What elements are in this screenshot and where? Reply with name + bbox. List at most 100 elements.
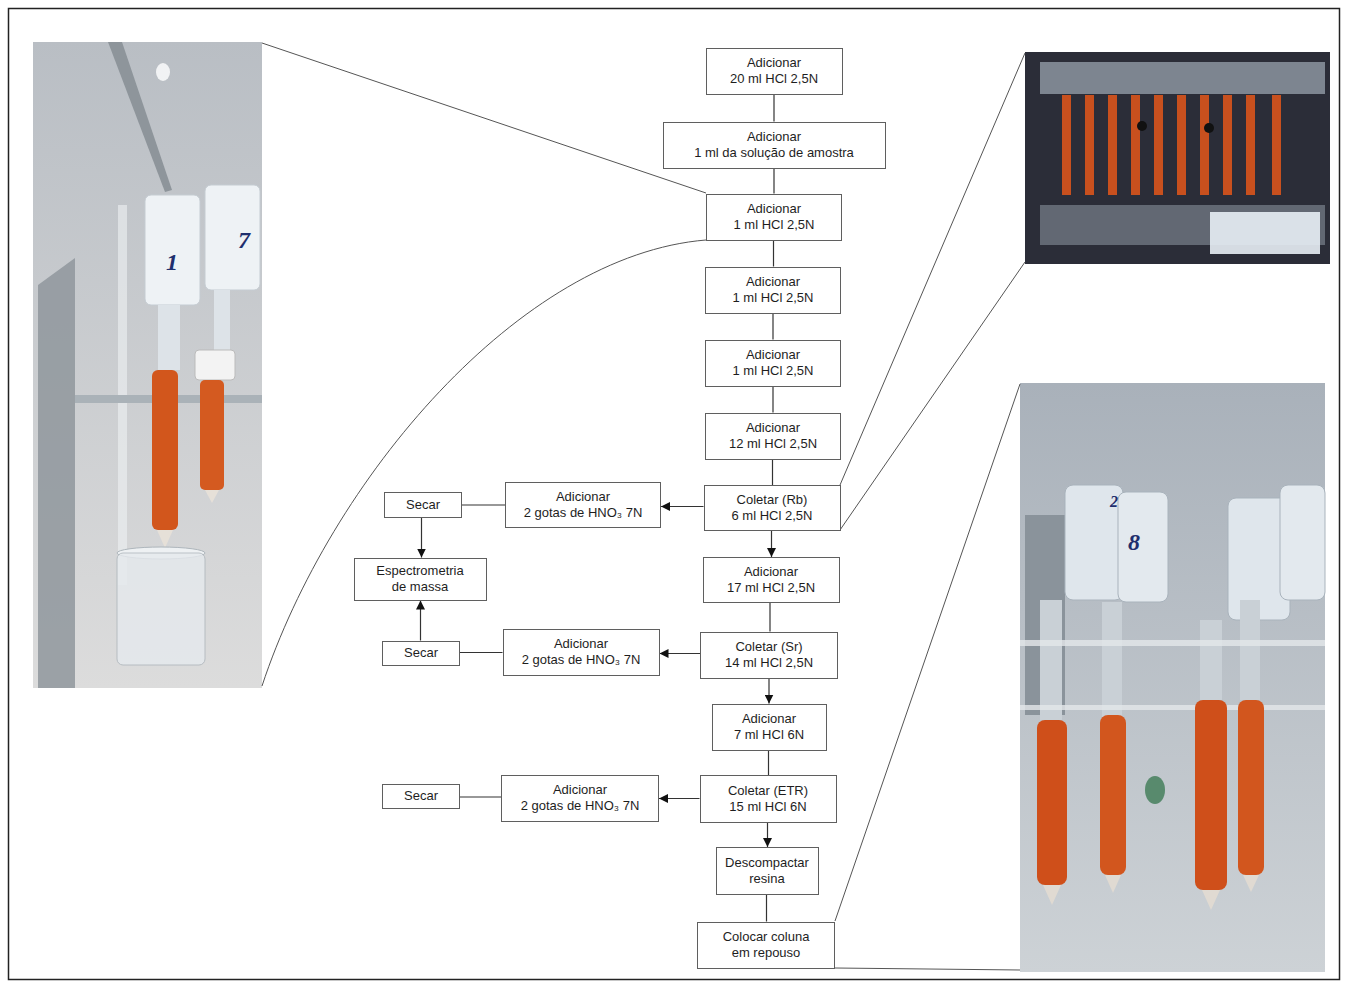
resin-column <box>1200 95 1209 195</box>
column-neck <box>1040 600 1062 720</box>
text-line: Coletar (ETR) <box>728 783 808 798</box>
text-line: 1 ml HCl 2,5N <box>733 290 814 305</box>
column-reservoir <box>1280 485 1325 600</box>
process-box: Adicionar 1 ml HCl 2,5N <box>705 340 841 387</box>
leader-line <box>262 240 706 686</box>
flow-connector <box>768 751 769 776</box>
flow-connector <box>771 531 772 557</box>
text-line: Adicionar <box>554 636 608 651</box>
flow-connector <box>460 796 501 797</box>
light-reflection <box>156 63 170 81</box>
process-box: Adicionar 1 ml da solução de amostra <box>663 122 886 169</box>
text-line: de massa <box>392 579 448 594</box>
box-text: Adicionar 1 ml HCl 2,5N <box>733 274 814 306</box>
resin-column <box>1246 95 1255 195</box>
box-text: Coletar (Rb) 6 ml HCl 2,5N <box>732 492 813 524</box>
resin-column <box>1085 95 1094 195</box>
column-tip <box>1243 875 1259 892</box>
text-line: Adicionar <box>553 782 607 797</box>
leader-line <box>840 262 1025 530</box>
output-box: Espectrometria de massa <box>354 558 487 601</box>
flow-connector <box>773 241 774 267</box>
text-line: 1 ml da solução de amostra <box>694 145 854 160</box>
column-neck <box>214 290 230 350</box>
leader-line <box>835 968 1020 970</box>
text-line: 2 gotas de HNO₃ 7N <box>524 505 643 520</box>
box-text: Colocar coluna em repouso <box>723 929 810 961</box>
green-object <box>1145 776 1165 804</box>
collect-box: Coletar (Sr) 14 ml HCl 2,5N <box>700 632 838 679</box>
text-line: Adicionar <box>742 711 796 726</box>
rack-shelf <box>1020 705 1325 710</box>
box-text: Adicionar 7 ml HCl 6N <box>734 711 804 743</box>
text-line: Adicionar <box>746 347 800 362</box>
text-line: Adicionar <box>747 129 801 144</box>
column-neck <box>1102 602 1122 717</box>
flow-connector <box>773 95 774 122</box>
column-mark <box>1204 123 1214 133</box>
column-tip <box>157 530 173 548</box>
process-box: Adicionar 7 ml HCl 6N <box>712 704 827 751</box>
flow-connector <box>460 652 503 653</box>
box-text: Adicionar 1 ml HCl 2,5N <box>733 347 814 379</box>
flow-connector <box>768 679 769 704</box>
flow-connector <box>772 460 773 486</box>
resin-column <box>1108 95 1117 195</box>
resin-column <box>1154 95 1163 195</box>
text-line: 12 ml HCl 2,5N <box>729 436 817 451</box>
resin-column <box>1195 700 1227 890</box>
box-text: Adicionar 2 gotas de HNO₃ 7N <box>522 636 641 668</box>
text-line: resina <box>749 871 784 886</box>
text-line: 6 ml HCl 2,5N <box>732 508 813 523</box>
process-box: Adicionar 12 ml HCl 2,5N <box>705 413 841 460</box>
column-number: 7 <box>238 228 250 252</box>
flow-connector <box>772 387 773 413</box>
box-text: Secar <box>404 645 438 661</box>
column-neck <box>1240 600 1260 700</box>
flow-connector <box>769 603 770 632</box>
text-line: 1 ml HCl 2,5N <box>733 363 814 378</box>
flow-connector <box>462 504 505 505</box>
photo-background <box>1020 383 1325 972</box>
leader-line <box>840 53 1025 485</box>
column-number: 2 <box>1110 494 1118 510</box>
collect-box: Coletar (ETR) 15 ml HCl 6N <box>700 775 837 823</box>
column-reservoir <box>1118 492 1168 602</box>
box-text: Adicionar 1 ml da solução de amostra <box>694 129 854 161</box>
flow-connector <box>767 823 768 847</box>
leader-line <box>262 43 706 193</box>
text-line: Adicionar <box>747 55 801 70</box>
text-line: 1 ml HCl 2,5N <box>734 217 815 232</box>
text-line: Coletar (Rb) <box>737 492 808 507</box>
flow-connector <box>772 314 773 340</box>
process-box: Adicionar 2 gotas de HNO₃ 7N <box>505 482 661 528</box>
resin-column <box>1272 95 1281 195</box>
box-text: Coletar (Sr) 14 ml HCl 2,5N <box>725 639 813 671</box>
vial-row-light <box>1210 212 1320 254</box>
flow-connector <box>773 169 774 194</box>
process-box: Adicionar 20 ml HCl 2,5N <box>706 48 843 95</box>
column-number: 1 <box>166 250 178 274</box>
box-text: Adicionar 2 gotas de HNO₃ 7N <box>521 782 640 814</box>
flow-connector <box>766 895 767 922</box>
box-text: Descompactar resina <box>725 855 809 887</box>
box-text: Coletar (ETR) 15 ml HCl 6N <box>728 783 808 815</box>
column-reservoir <box>205 185 260 290</box>
rack-shelf <box>1020 640 1325 646</box>
text-line: Espectrometria <box>376 563 463 578</box>
box-text: Adicionar 17 ml HCl 2,5N <box>727 564 815 596</box>
text-line: Adicionar <box>744 564 798 579</box>
text-line: Coletar (Sr) <box>735 639 802 654</box>
text-line: 2 gotas de HNO₃ 7N <box>522 652 641 667</box>
text-line: 17 ml HCl 2,5N <box>727 580 815 595</box>
leader-line <box>835 384 1020 921</box>
process-box: Adicionar 1 ml HCl 2,5N <box>705 267 841 314</box>
column-reservoir <box>145 195 200 305</box>
flow-connector <box>420 601 421 641</box>
photo-background <box>33 42 262 688</box>
column-tip <box>205 490 219 503</box>
column-reservoir <box>1065 485 1123 600</box>
resin-column <box>1177 95 1186 195</box>
